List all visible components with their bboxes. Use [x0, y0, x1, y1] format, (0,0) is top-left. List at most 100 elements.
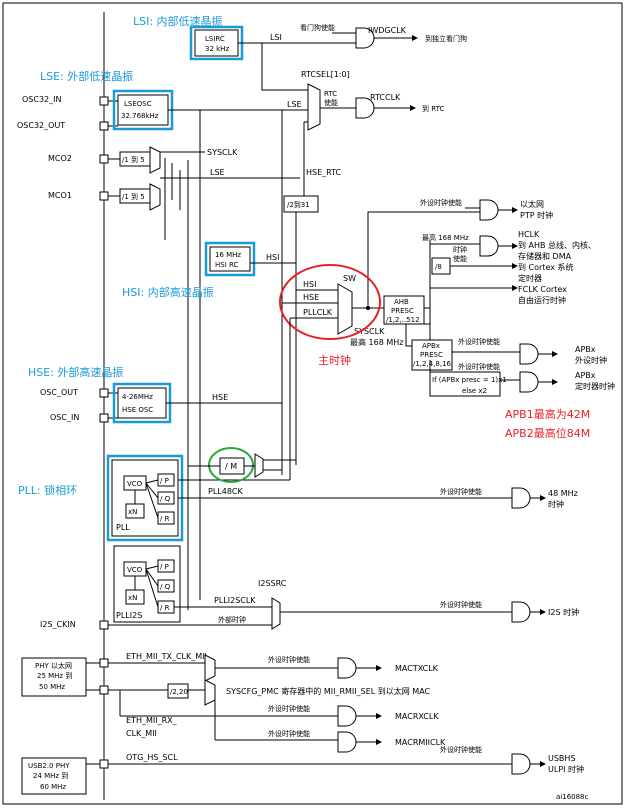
lsi-signal-label: LSI — [270, 33, 282, 42]
fclk-label-1: FCLK Cortex — [518, 285, 567, 294]
plli2s-vco-p — [145, 565, 159, 570]
hseosc-label: HSE OSC — [122, 406, 153, 414]
pin-mco1-pad — [99, 191, 109, 201]
hclk-enable-label-2: 使能 — [453, 254, 467, 263]
iwdg-gate — [355, 27, 375, 49]
apb-in-wire — [405, 323, 430, 347]
annotation-main-clock: 主时钟 — [318, 353, 351, 367]
usb-gate — [511, 487, 531, 509]
mactx-arrow — [376, 665, 382, 671]
lseosc-label: LSEOSC — [124, 100, 152, 108]
rtc-destination: 到 RTC — [422, 105, 444, 113]
sysclk-label: SYSCLK — [354, 327, 385, 336]
ptp-enable-label: 外设时钟使能 — [420, 198, 462, 207]
mactx-gate — [337, 657, 357, 679]
mactx-label: MACTXCLK — [395, 664, 439, 673]
apbx-timer-label-1: APBx — [575, 371, 596, 380]
hse-rtc-label: HSE_RTC — [306, 168, 342, 177]
pin-mco2: MCO2 — [48, 154, 72, 163]
eth-tx-mux — [204, 654, 216, 682]
ptp-label-1: 以太网 — [520, 199, 544, 209]
i2ssrc-label: I2SSRC — [258, 579, 287, 588]
mco2-div-label: /1 到 5 — [122, 156, 145, 164]
phy-usb-label-2: 24 MHz 到 — [33, 772, 68, 780]
hclk-label-2: 到 AHB 总线、内核、 — [518, 240, 596, 250]
apb-timer-arrow — [552, 379, 558, 385]
hclk-label-3: 存储器和 DMA — [518, 251, 572, 261]
plli2s-vco-r — [145, 568, 159, 608]
plli2s-vco-label: VCO — [127, 566, 143, 574]
plli2sclk-label: PLLI2SCLK — [214, 596, 256, 605]
annotation-lse: LSE: 外部低速晶振 — [40, 69, 133, 83]
apb-label: APBx — [422, 342, 440, 350]
sw-highlight-circle — [279, 264, 381, 340]
apb-enable-label: 外设时钟使能 — [458, 337, 500, 346]
annotation-apb1: APB1最高为42M — [505, 407, 590, 421]
div-2-31-label: /2到31 — [287, 201, 310, 209]
figure-code: ai16088c — [556, 793, 589, 801]
pin-osc-in-pad — [99, 413, 109, 423]
macrx-label: MACRXCLK — [395, 712, 439, 721]
eth-rmii-mux — [204, 679, 216, 706]
phy-usb-label-1: USB2.0 PHY — [28, 762, 70, 770]
macrmii-gate — [337, 731, 357, 753]
apb-presc-block — [411, 339, 453, 371]
hsirc-block — [209, 246, 251, 272]
hseosc-freq: 4-26MHz — [122, 393, 153, 401]
pin-osc32-out: OSC32_OUT — [17, 121, 65, 130]
ahb-presc-label: PRESC — [391, 307, 414, 315]
ptp-label-2: PTP 时钟 — [520, 210, 553, 220]
pin-eth-rx-pad — [99, 685, 109, 695]
phy-eth-label-1: PHY 以太网 — [35, 661, 72, 670]
lsirc-freq: 32 kHz — [205, 45, 229, 53]
ptp-arrow — [512, 207, 518, 213]
rtcclk-label: RTCCLK — [370, 93, 401, 102]
rtc-enable-label-2: 使能 — [324, 98, 338, 107]
pll-vco-p — [145, 479, 159, 484]
otg-enable-label: 外设时钟使能 — [440, 745, 482, 754]
phy-usb-block — [21, 757, 87, 795]
hclk-max-label: 最高 168 MHz — [422, 233, 469, 242]
apb-presc-range: /1,2,4,8,16 — [413, 360, 452, 368]
i2s-output-label: I2S 时钟 — [548, 607, 579, 617]
pin-i2s-ckin: I2S_CKIN — [40, 620, 76, 629]
pin-osc32-in-pad — [99, 96, 109, 106]
apb-if-block — [429, 371, 501, 397]
div-8-label: /8 — [435, 263, 442, 271]
pll-src-mux — [254, 453, 264, 478]
mco2-mux — [149, 146, 161, 174]
macrmii-label: MACRMIICLK — [395, 738, 446, 747]
mco1-div-label: /1 到 5 — [122, 193, 145, 201]
hclk-enable-label-1: 时钟 — [453, 245, 467, 254]
sysclk-max-label: 最高 168 MHz — [350, 337, 403, 347]
cortex-label-1: 到 Cortex 系统 — [518, 262, 574, 272]
sysclk-mco-label: SYSCLK — [207, 148, 238, 157]
apb-if-label-2: else x2 — [462, 387, 487, 395]
pin-osc32-out-pad — [99, 121, 109, 131]
eth-tx-label: ETH_MII_TX_CLK_MII — [126, 652, 207, 661]
plli2s-label: PLLI2S — [116, 611, 142, 620]
annotation-hse: HSE: 外部高速晶振 — [28, 365, 123, 379]
annotation-hsi: HSI: 内部高速晶振 — [122, 285, 214, 299]
mco1-mux — [149, 183, 161, 211]
rtc-enable-label-1: RTC — [324, 90, 337, 98]
eth-tx-enable-label: 外设时钟使能 — [268, 655, 310, 664]
hsi-sw-label: HSI — [303, 280, 316, 289]
apbx-label-2: 外设时钟 — [575, 355, 607, 365]
apb-presc-label: PRESC — [420, 351, 443, 359]
i2s-arrow — [540, 609, 546, 615]
pin-osc32-in: OSC32_IN — [22, 95, 62, 104]
pll-vco-q — [145, 482, 159, 499]
rtc-mux — [307, 83, 321, 131]
plli2s-r-label: / R — [160, 604, 170, 612]
usbhs-arrow — [540, 761, 546, 767]
usb-enable-label: 外设时钟使能 — [440, 487, 482, 496]
hse-signal-label: HSE — [212, 393, 228, 402]
apb-gate — [519, 343, 539, 365]
ptp-wire — [367, 211, 480, 308]
macrx-gate — [337, 705, 357, 727]
lse-signal-label: LSE — [287, 100, 302, 109]
hclk-label-1: HCLK — [518, 230, 540, 239]
div-m-highlight — [208, 447, 254, 483]
